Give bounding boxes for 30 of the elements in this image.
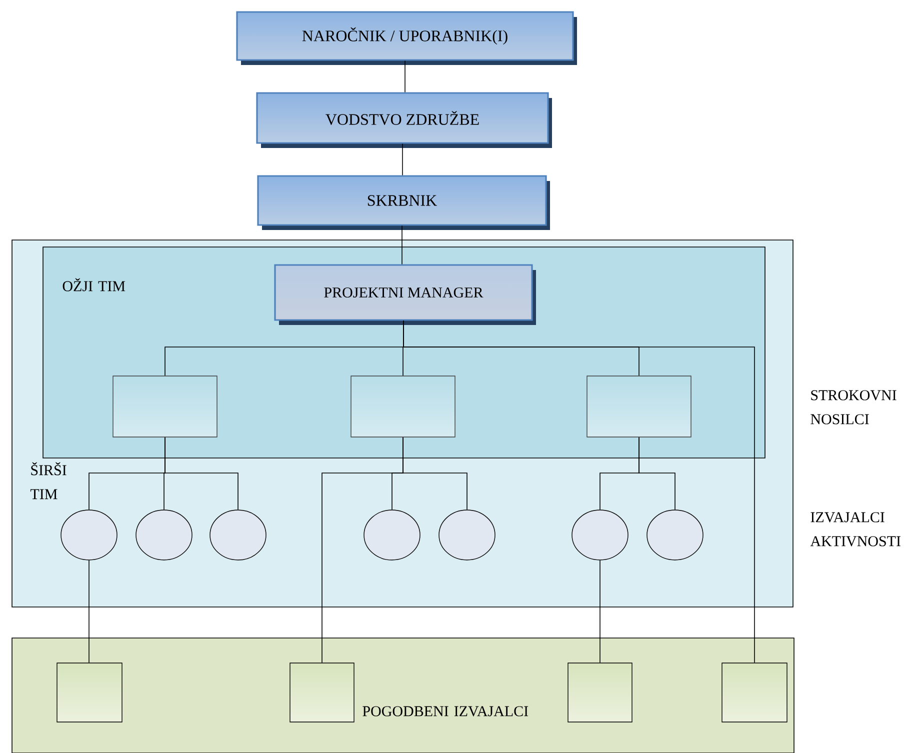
member-ellipse xyxy=(438,510,496,560)
contractor-box xyxy=(722,662,788,722)
level-label: STROKOVNI NOSILCI xyxy=(810,390,896,424)
expert-box xyxy=(112,376,218,438)
connector-line xyxy=(403,320,755,664)
member-ellipse xyxy=(136,510,192,560)
expert-box xyxy=(350,376,456,438)
member-ellipse xyxy=(364,510,420,560)
connector-line xyxy=(88,560,90,664)
connector-line xyxy=(638,436,676,510)
contractor-box xyxy=(568,662,632,722)
member-ellipse xyxy=(646,510,704,560)
panel-heading: OŽJI TIM xyxy=(62,278,126,292)
title-box: NAROČNIK / UPORABNIK(I) xyxy=(236,11,577,65)
panel-heading: POGODBENI IZVAJALCI xyxy=(362,706,528,716)
contractor-box xyxy=(56,662,122,722)
connector-line xyxy=(402,143,403,176)
contractor-box xyxy=(290,662,354,722)
expert-box xyxy=(586,376,692,438)
manager-box: PROJEKTNI MANAGER xyxy=(274,264,536,325)
title-box: SKRBNIK xyxy=(257,175,550,230)
member-ellipse xyxy=(572,510,628,560)
level-label: IZVAJALCI AKTIVNOSTI xyxy=(810,512,900,546)
connector-line xyxy=(164,436,238,510)
member-ellipse xyxy=(60,510,118,560)
connector-line xyxy=(404,60,406,93)
panel-heading: ŠIRŠI TIM xyxy=(30,462,66,500)
member-ellipse xyxy=(210,510,266,560)
connector-line xyxy=(322,436,404,664)
title-box: VODSTVO ZDRUŽBE xyxy=(256,92,552,148)
